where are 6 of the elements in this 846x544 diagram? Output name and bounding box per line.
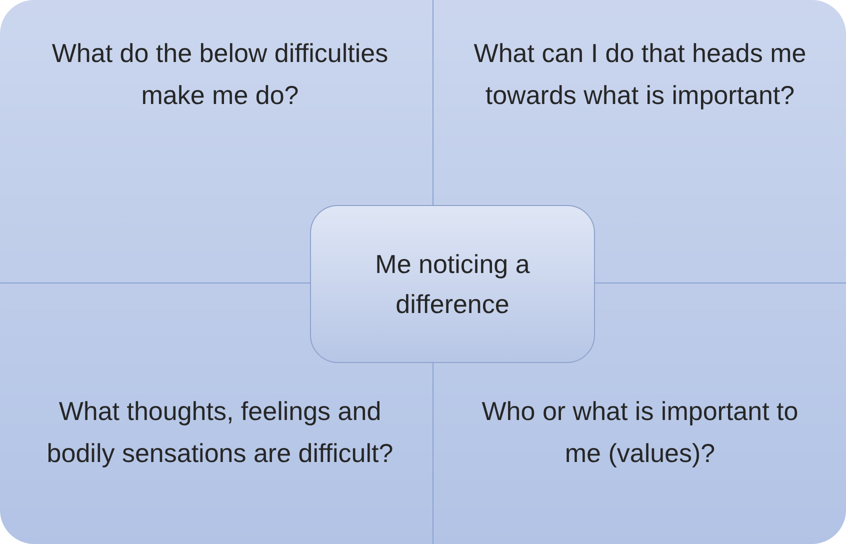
- quadrant-question: What can I do that heads me towards what is important?: [472, 37, 808, 112]
- quadrant-question: Who or what is important to me (values)?: [480, 395, 800, 470]
- quadrant-question: What do the below difficulties make me do?: [50, 37, 390, 112]
- center-box: [310, 205, 595, 363]
- quadrant-question: What thoughts, feelings and bodily sensations are difficult?: [46, 395, 394, 470]
- center-text: Me noticing a difference: [374, 248, 531, 321]
